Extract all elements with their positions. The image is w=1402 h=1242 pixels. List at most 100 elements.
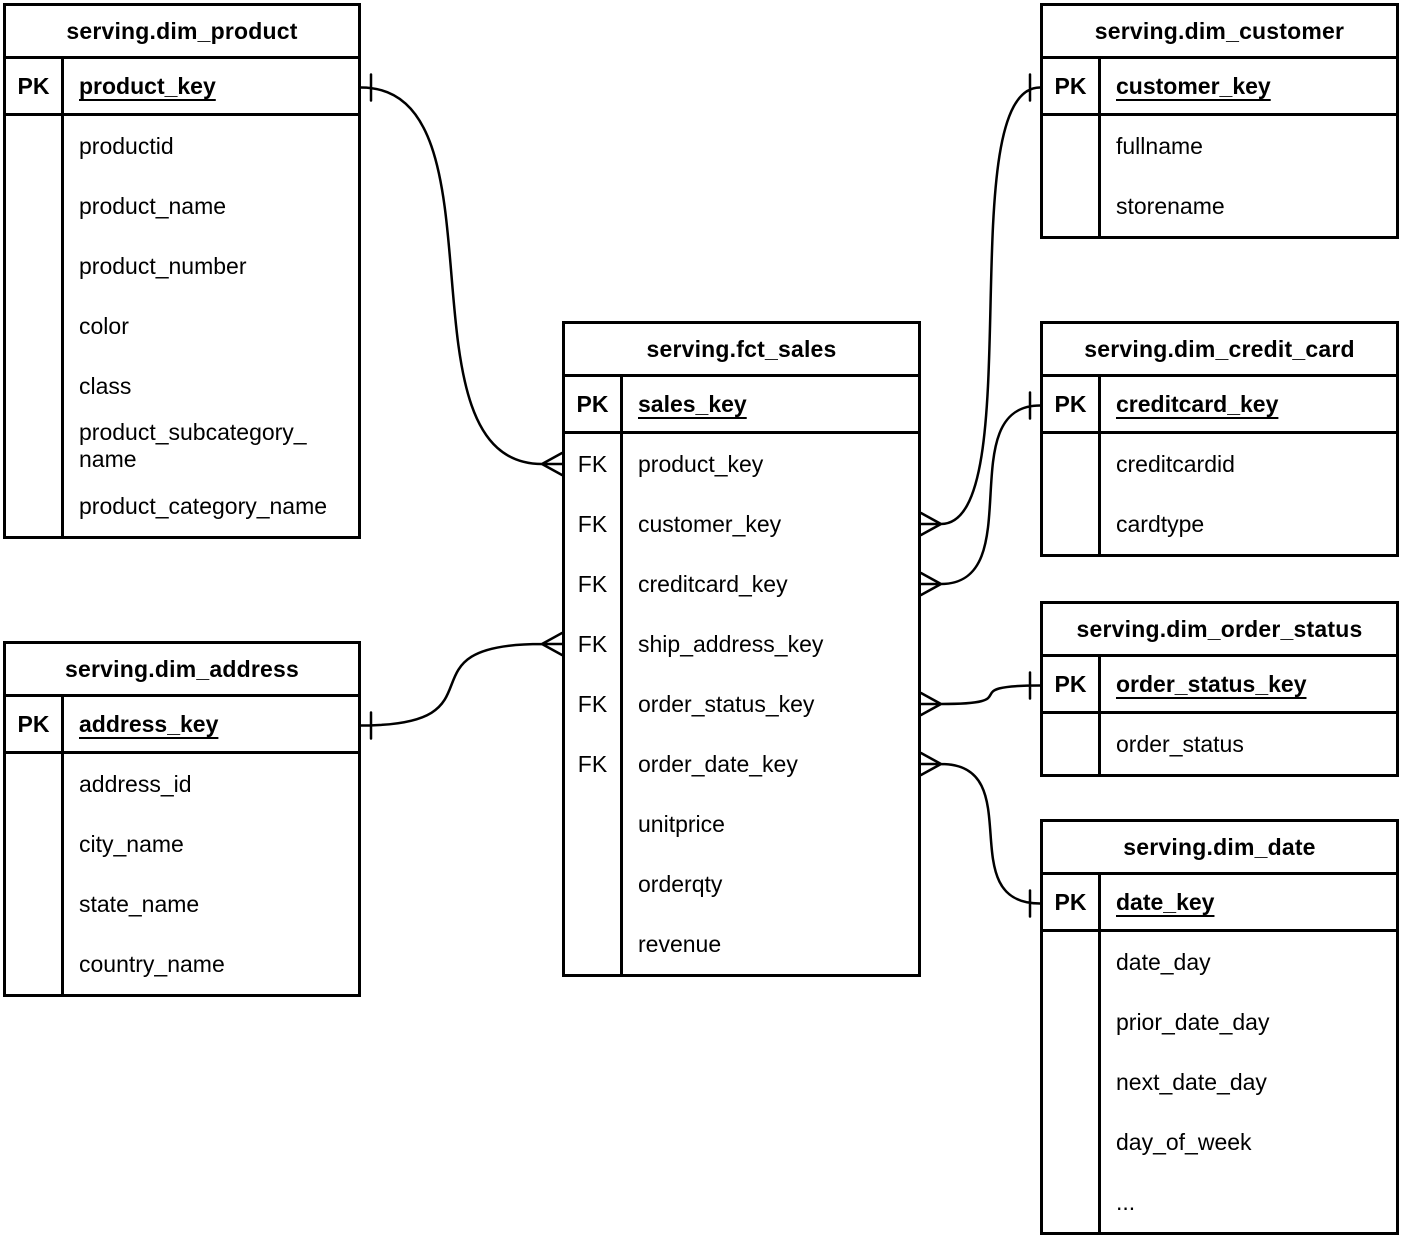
field-row: fullname — [1043, 116, 1396, 176]
fk-tag — [6, 296, 64, 356]
pk-tag: PK — [1043, 59, 1101, 113]
fk-tag: FK — [565, 554, 623, 614]
pk-field-name: creditcard_key — [1116, 390, 1279, 417]
fk-tag — [1043, 932, 1101, 992]
relationship-fct_sales-order_status_key-to-dim_order_status[interactable] — [919, 671, 1042, 717]
field-name: city_name — [79, 830, 184, 857]
table-body: date_day prior_date_day next_date_day da… — [1043, 932, 1396, 1232]
field-name: cardtype — [1116, 510, 1205, 537]
table-title: serving.dim_credit_card — [1043, 324, 1396, 377]
field-name: date_day — [1116, 948, 1211, 975]
fk-tag — [6, 116, 64, 176]
field-row: next_date_day — [1043, 1052, 1396, 1112]
entity-table-dim_customer[interactable]: serving.dim_customer PK customer_key ful… — [1040, 3, 1399, 239]
entity-table-fct_sales[interactable]: serving.fct_sales PK sales_key FK produc… — [562, 321, 921, 977]
field-row: class — [6, 356, 358, 416]
pk-tag: PK — [1043, 657, 1101, 711]
fk-tag — [1043, 1172, 1101, 1232]
field-row: revenue — [565, 914, 918, 974]
primary-key-row: PK address_key — [6, 697, 358, 754]
relationship-connector — [359, 73, 564, 477]
table-title: serving.dim_order_status — [1043, 604, 1396, 657]
field-name: revenue — [638, 930, 722, 957]
field-row: date_day — [1043, 932, 1396, 992]
table-body: address_id city_name state_name country_… — [6, 754, 358, 994]
entity-table-dim_order_status[interactable]: serving.dim_order_status PK order_status… — [1040, 601, 1399, 777]
pk-field-name: date_key — [1116, 888, 1215, 915]
field-name: storename — [1116, 192, 1225, 219]
fk-tag — [1043, 176, 1101, 236]
field-row: country_name — [6, 934, 358, 994]
field-row: orderqty — [565, 854, 918, 914]
field-name: ... — [1116, 1188, 1136, 1215]
pk-field-name: sales_key — [638, 390, 747, 417]
field-row: product_subcategory_ name — [6, 416, 358, 476]
entity-table-dim_credit_card[interactable]: serving.dim_credit_card PK creditcard_ke… — [1040, 321, 1399, 557]
field-row: productid — [6, 116, 358, 176]
fk-tag — [6, 814, 64, 874]
entity-table-dim_date[interactable]: serving.dim_date PK date_key date_day pr… — [1040, 819, 1399, 1235]
entity-table-dim_product[interactable]: serving.dim_product PK product_key produ… — [3, 3, 361, 539]
field-name: orderqty — [638, 870, 723, 897]
field-name: product_key — [638, 450, 764, 477]
fk-tag — [6, 874, 64, 934]
field-name: order_status_key — [638, 690, 815, 717]
primary-key-row: PK order_status_key — [1043, 657, 1396, 714]
fk-tag — [565, 854, 623, 914]
primary-key-row: PK product_key — [6, 59, 358, 116]
field-name: product_subcategory_ name — [79, 419, 307, 472]
field-row: FK product_key — [565, 434, 918, 494]
field-name: unitprice — [638, 810, 725, 837]
fk-tag — [1043, 992, 1101, 1052]
field-row: city_name — [6, 814, 358, 874]
relationship-fct_sales-creditcard_key-to-dim_credit_card[interactable] — [919, 391, 1042, 597]
field-row: address_id — [6, 754, 358, 814]
relationship-fct_sales-product_key-to-dim_product[interactable] — [359, 73, 564, 477]
field-row: storename — [1043, 176, 1396, 236]
relationship-fct_sales-order_date_key-to-dim_date[interactable] — [919, 751, 1042, 918]
field-row: cardtype — [1043, 494, 1396, 554]
fk-tag: FK — [565, 434, 623, 494]
fk-tag: FK — [565, 674, 623, 734]
field-name: next_date_day — [1116, 1068, 1267, 1095]
field-name: country_name — [79, 950, 225, 977]
table-body: FK product_key FK customer_key FK credit… — [565, 434, 918, 974]
primary-key-row: PK customer_key — [1043, 59, 1396, 116]
field-row: FK creditcard_key — [565, 554, 918, 614]
field-name: ship_address_key — [638, 630, 824, 657]
field-name: fullname — [1116, 132, 1203, 159]
pk-tag: PK — [1043, 875, 1101, 929]
field-row: FK order_date_key — [565, 734, 918, 794]
field-row: FK ship_address_key — [565, 614, 918, 674]
field-row: ... — [1043, 1172, 1396, 1232]
field-row: prior_date_day — [1043, 992, 1396, 1052]
field-row: product_number — [6, 236, 358, 296]
fk-tag — [6, 356, 64, 416]
fk-tag — [6, 236, 64, 296]
relationship-fct_sales-customer_key-to-dim_customer[interactable] — [919, 73, 1042, 537]
relationship-connector — [919, 671, 1042, 717]
field-row: order_status — [1043, 714, 1396, 774]
field-name: creditcardid — [1116, 450, 1235, 477]
field-row: product_category_name — [6, 476, 358, 536]
fk-tag — [6, 416, 64, 476]
relationship-fct_sales-ship_address_key-to-dim_address[interactable] — [359, 631, 564, 740]
field-name: product_name — [79, 192, 227, 219]
field-name: product_category_name — [79, 492, 328, 519]
field-name: customer_key — [638, 510, 782, 537]
entity-table-dim_address[interactable]: serving.dim_address PK address_key addre… — [3, 641, 361, 997]
fk-tag — [6, 176, 64, 236]
table-body: creditcardid cardtype — [1043, 434, 1396, 554]
field-name: creditcard_key — [638, 570, 788, 597]
field-name: day_of_week — [1116, 1128, 1252, 1155]
fk-tag: FK — [565, 734, 623, 794]
field-name: prior_date_day — [1116, 1008, 1270, 1035]
relationship-connector — [919, 391, 1042, 597]
relationship-connector — [919, 73, 1042, 537]
field-name: state_name — [79, 890, 200, 917]
fk-tag — [565, 914, 623, 974]
pk-tag: PK — [6, 59, 64, 113]
field-name: productid — [79, 132, 174, 159]
fk-tag — [6, 934, 64, 994]
